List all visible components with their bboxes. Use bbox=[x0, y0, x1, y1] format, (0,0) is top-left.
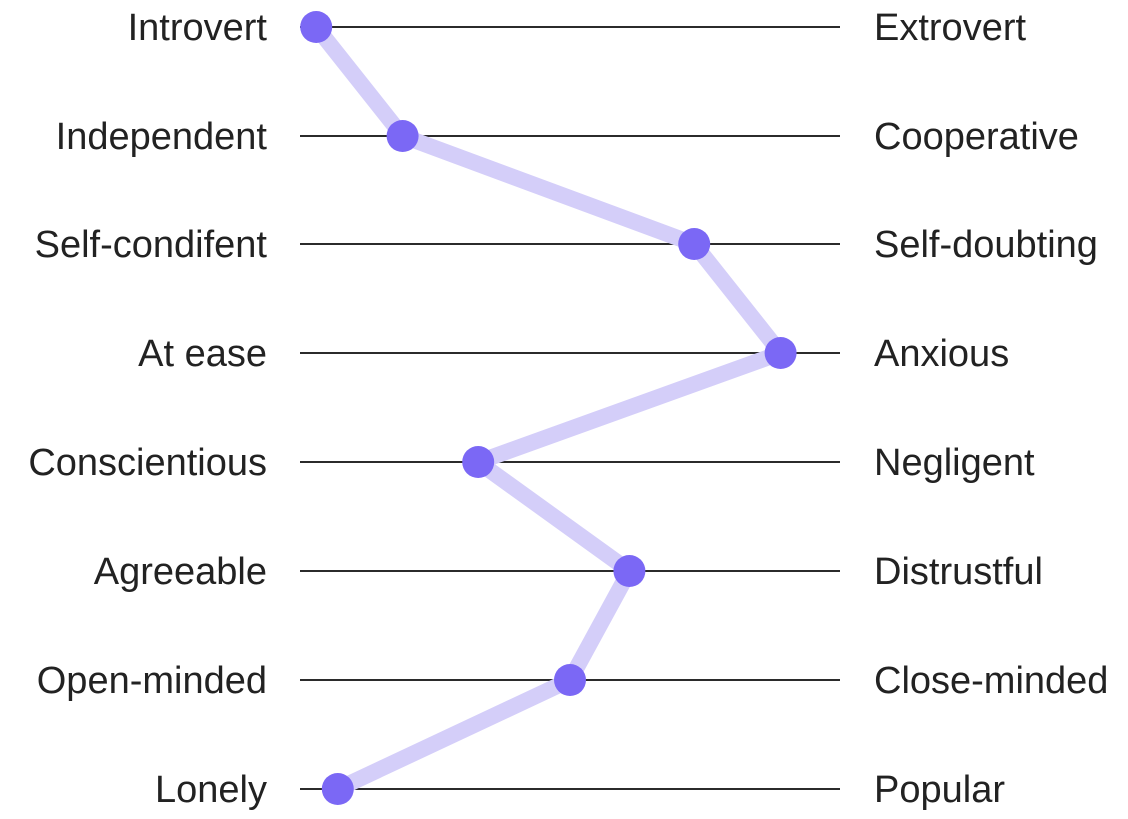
right-trait-label: Anxious bbox=[874, 333, 1009, 375]
left-trait-label: Introvert bbox=[128, 7, 268, 49]
left-trait-label: Self-condifent bbox=[35, 224, 268, 266]
profile-point bbox=[300, 11, 333, 43]
right-trait-label: Close-minded bbox=[874, 660, 1108, 702]
left-trait-label: Agreeable bbox=[94, 551, 267, 593]
profile-line bbox=[308, 19, 789, 797]
left-trait-label: Open-minded bbox=[37, 660, 267, 702]
left-trait-label: Conscientious bbox=[28, 442, 267, 484]
right-trait-label: Cooperative bbox=[874, 116, 1079, 158]
right-labels: ExtrovertCooperativeSelf-doubtingAnxious… bbox=[874, 7, 1108, 811]
right-trait-label: Self-doubting bbox=[874, 224, 1098, 266]
profile-point bbox=[554, 664, 586, 696]
profile-point bbox=[462, 446, 495, 478]
profile-point bbox=[321, 773, 354, 805]
profile-point bbox=[613, 555, 646, 587]
left-trait-label: Independent bbox=[56, 116, 268, 158]
right-trait-label: Negligent bbox=[874, 442, 1035, 484]
right-trait-label: Extrovert bbox=[874, 7, 1026, 49]
profile-point bbox=[386, 120, 419, 152]
left-trait-label: At ease bbox=[138, 333, 267, 375]
profile-point bbox=[678, 228, 711, 260]
left-trait-label: Lonely bbox=[155, 769, 267, 811]
profile-points bbox=[300, 11, 797, 805]
right-trait-label: Distrustful bbox=[874, 551, 1043, 593]
profile-point bbox=[764, 337, 797, 369]
right-trait-label: Popular bbox=[874, 769, 1005, 811]
